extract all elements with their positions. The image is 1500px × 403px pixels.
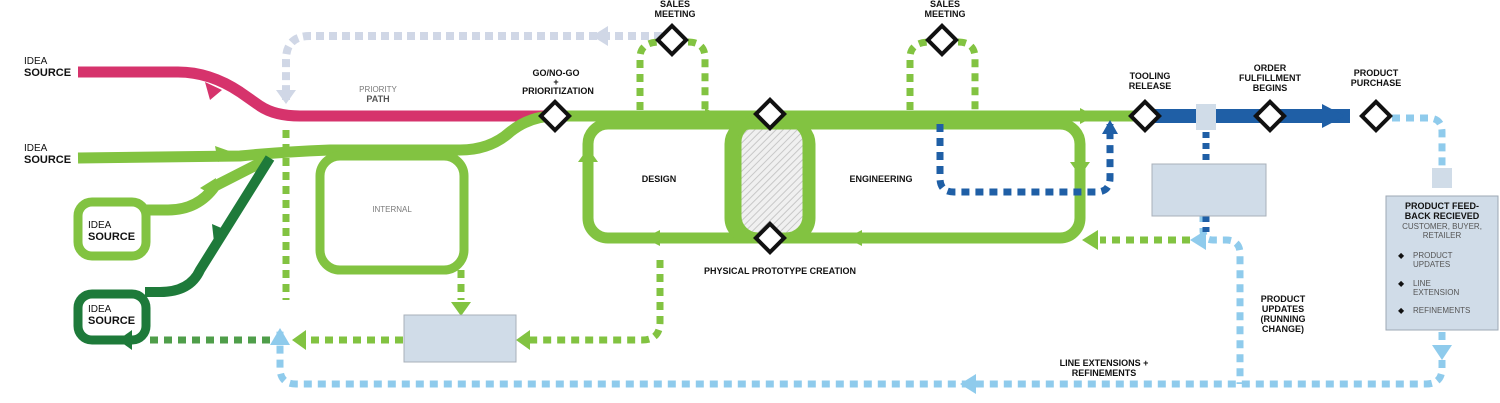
source-3-line1: IDEA — [88, 220, 112, 231]
source-4-line1: IDEA — [88, 304, 112, 315]
feedback-item-2-line1: LINE — [1413, 279, 1431, 288]
design-label: DESIGN — [642, 174, 677, 184]
sales-meeting-loop-2 — [906, 38, 979, 110]
sales-meeting-loop-1 — [636, 38, 709, 110]
go-no-go-line2: + — [553, 77, 558, 87]
diamond-go-no-go — [538, 99, 572, 133]
sales-meeting-1-line1: SALES — [660, 0, 690, 9]
sales-meeting-1-line2: MEETING — [654, 9, 695, 19]
source-3-line2: SOURCE — [88, 231, 135, 243]
product-purchase-line2: PURCHASE — [1351, 78, 1402, 88]
priority-label-line1: PRIORITY — [359, 85, 397, 94]
engineering-loop — [578, 118, 1090, 246]
order-fulfillment-line2: FULFILLMENT — [1239, 73, 1301, 83]
tooling-release-line1: TOOLING — [1130, 71, 1171, 81]
feedback-sub-line1: CUSTOMER, BUYER, — [1402, 222, 1482, 231]
engineering-label: ENGINEERING — [849, 174, 912, 184]
order-fulfillment-line1: ORDER — [1254, 63, 1287, 73]
feedback-item-1-line1: PRODUCT — [1413, 251, 1453, 260]
physical-prototype-label: PHYSICAL PROTOTYPE CREATION — [704, 266, 856, 276]
prototype-hatch — [730, 114, 814, 244]
line-extensions-line2: REFINEMENTS — [1072, 368, 1137, 378]
feedback-item-2-line2: EXTENSION — [1413, 288, 1459, 297]
product-updates-line1: PRODUCT — [1261, 294, 1306, 304]
order-fulfillment-line3: BEGINS — [1253, 83, 1288, 93]
priority-path — [78, 66, 555, 122]
product-updates-line4: CHANGE) — [1262, 324, 1304, 334]
product-purchase-line1: PRODUCT — [1354, 68, 1399, 78]
internal-loop — [315, 151, 471, 316]
priority-return-path — [276, 26, 662, 104]
diamond-sales-meeting-1 — [655, 23, 689, 57]
go-no-go-line3: PRIORITIZATION — [522, 86, 594, 96]
feedback-panel — [1385, 195, 1499, 331]
source-1-line1: IDEA — [24, 56, 48, 67]
diamond-order-fulfillment — [1253, 99, 1287, 133]
feedback-item-bullet-1: ◆ — [1398, 251, 1405, 260]
diamond-prototype — [753, 221, 787, 255]
source-1-line2: SOURCE — [24, 67, 71, 79]
gray-box-internal — [403, 314, 517, 363]
go-no-go-line1: GO/NO-GO — [533, 68, 580, 78]
bottom-return-path — [118, 260, 664, 350]
source-2-line1: IDEA — [24, 143, 48, 154]
line-extensions-line1: LINE EXTENSIONS + — [1060, 358, 1149, 368]
fulfillment-line — [936, 104, 1350, 232]
product-updates-line3: (RUNNING — [1261, 314, 1306, 324]
diamond-tooling-release — [1128, 99, 1162, 133]
diamond-sales-meeting-2 — [925, 23, 959, 57]
sales-meeting-2-line2: MEETING — [924, 9, 965, 19]
feedback-item-bullet-3: ◆ — [1398, 306, 1405, 315]
feedback-title-line2: BACK RECIEVED — [1405, 211, 1480, 221]
product-updates-path — [1082, 214, 1244, 384]
diamond-product-purchase — [1359, 99, 1393, 133]
gray-box-tooling — [1151, 163, 1267, 217]
feedback-title-line1: PRODUCT FEED- — [1405, 201, 1479, 211]
diamond-design-gate — [753, 97, 787, 131]
idea-source-box-3 — [73, 197, 151, 261]
dark-green-source-line — [145, 155, 275, 297]
tooling-release-line2: RELEASE — [1129, 81, 1172, 91]
feedback-sub-line2: RETAILER — [1423, 231, 1462, 240]
line-extension-loop — [270, 114, 1452, 394]
feedback-item-3-line1: REFINEMENTS — [1413, 306, 1470, 315]
feedback-item-1-line2: UPDATES — [1413, 260, 1450, 269]
source-green-lines — [77, 110, 556, 216]
idea-source-box-4 — [73, 289, 151, 345]
sales-meeting-2-line1: SALES — [930, 0, 960, 9]
feedback-item-bullet-2: ◆ — [1398, 279, 1405, 288]
product-updates-line2: UPDATES — [1262, 304, 1304, 314]
source-2-line2: SOURCE — [24, 154, 71, 166]
priority-label-line2: PATH — [366, 94, 389, 104]
internal-label: INTERNAL — [372, 205, 412, 214]
source-4-line2: SOURCE — [88, 315, 135, 327]
